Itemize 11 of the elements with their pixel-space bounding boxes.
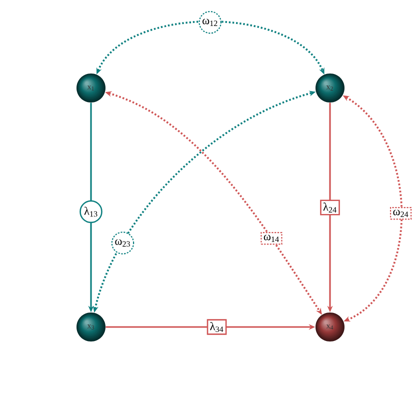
edge-label: ω$_{23}$	[111, 232, 134, 254]
edge-label: λ$_{13}$	[80, 200, 102, 224]
node-label: x$_{1}$	[87, 86, 94, 90]
node-label: x$_{4}$	[326, 324, 334, 330]
edge-label: λ$_{24}$	[320, 200, 340, 216]
edge-label: ω$_{24}$	[390, 207, 412, 220]
edge-label: ω$_{12}$	[198, 10, 222, 34]
edge-label: ω$_{14}$	[260, 232, 282, 245]
edge-label: λ$_{34}$	[206, 319, 227, 335]
node-label: x$_{3}$	[87, 324, 94, 330]
node-label: x$_{2}$	[326, 86, 333, 90]
